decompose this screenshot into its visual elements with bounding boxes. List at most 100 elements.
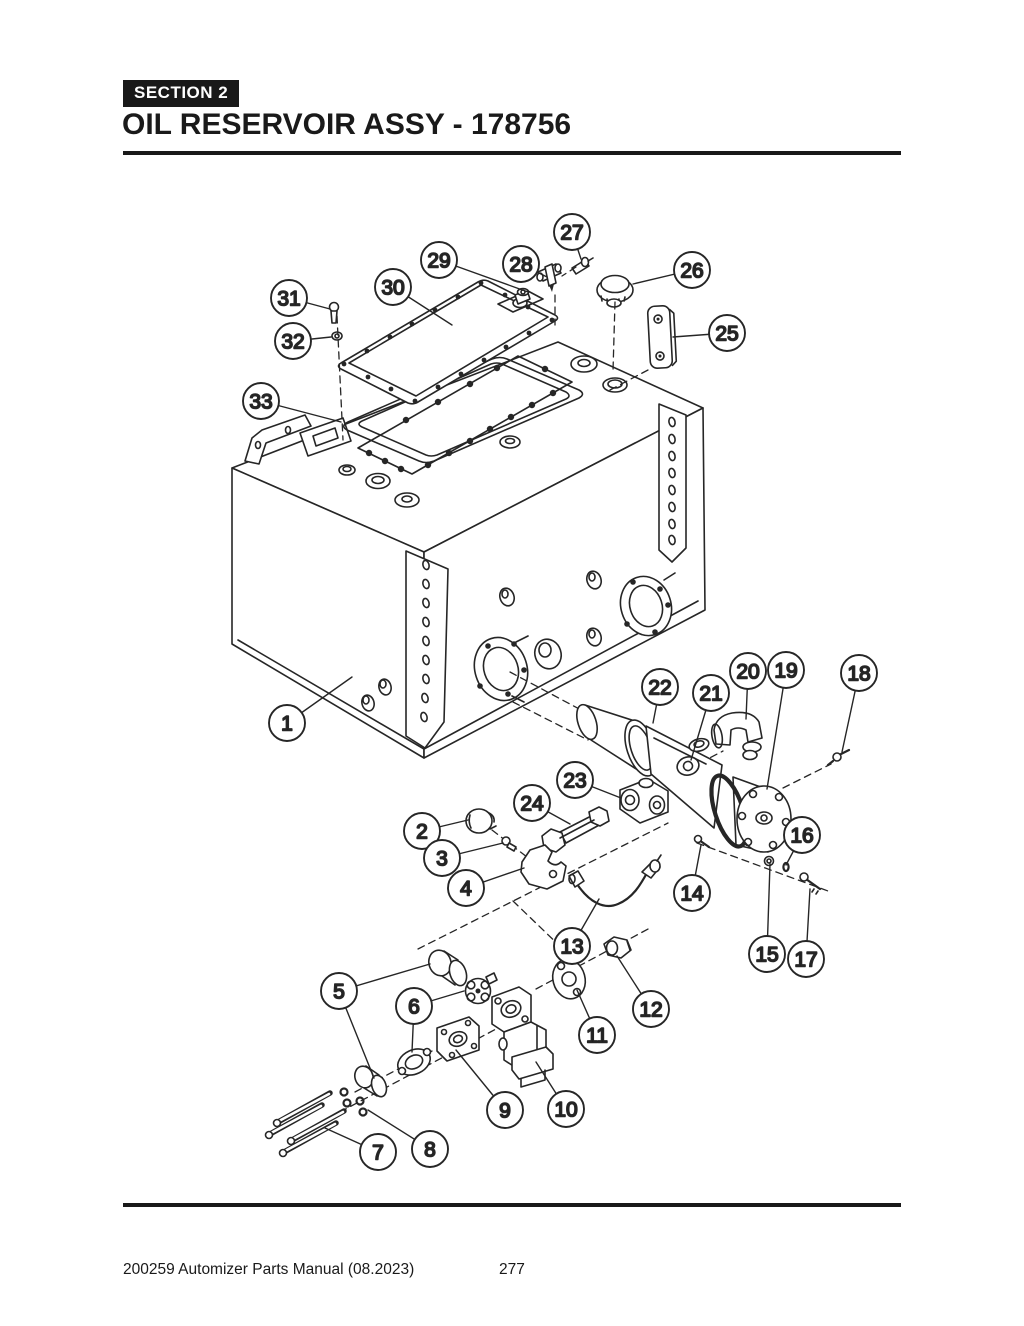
callout-10: 10 [535, 1061, 585, 1128]
nut-32 [331, 331, 343, 341]
svg-text:32: 32 [281, 331, 304, 354]
callout-8: 8 [367, 1109, 449, 1168]
svg-text:21: 21 [699, 683, 722, 706]
callout-29: 29 [420, 241, 529, 293]
svg-text:29: 29 [427, 250, 450, 273]
filter-canister-22 [575, 703, 723, 829]
callout-6: 6 [395, 987, 465, 1053]
flange-11 [551, 958, 587, 1000]
callout-15: 15 [748, 863, 786, 973]
svg-text:30: 30 [381, 277, 404, 300]
section-badge: SECTION 2 [123, 80, 240, 107]
footer-rule [123, 1203, 901, 1207]
svg-text:2: 2 [416, 821, 428, 844]
callout-17: 17 [787, 888, 825, 978]
callout-13: 13 [553, 898, 600, 965]
callout-21: 21 [690, 674, 730, 761]
callout-25: 25 [672, 314, 746, 352]
strip-holes-right [668, 416, 676, 546]
zerk-3 [501, 836, 517, 852]
callout-1: 1 [268, 676, 353, 742]
svg-text:19: 19 [774, 660, 797, 683]
svg-text:24: 24 [520, 793, 544, 816]
svg-text:20: 20 [736, 661, 759, 684]
coupling-upper-5 [427, 949, 468, 987]
svg-text:18: 18 [847, 663, 870, 686]
callout-31: 31 [270, 279, 331, 317]
studs-7 [264, 1090, 347, 1158]
fitting-18 [826, 748, 851, 767]
callout-33: 33 [242, 382, 342, 423]
svg-text:1: 1 [281, 713, 293, 736]
suction-port [473, 636, 529, 702]
svg-text:5: 5 [333, 981, 345, 1004]
bracket-4 [520, 844, 567, 890]
svg-text:25: 25 [715, 323, 738, 346]
svg-text:26: 26 [680, 260, 703, 283]
callout-12: 12 [616, 955, 670, 1028]
callout-22: 22 [641, 668, 679, 724]
svg-text:16: 16 [790, 825, 813, 848]
callout-32: 32 [274, 322, 332, 360]
svg-text:7: 7 [372, 1142, 384, 1165]
svg-text:15: 15 [755, 944, 778, 967]
plug-12 [603, 936, 632, 959]
svg-text:3: 3 [436, 848, 448, 871]
strip-holes-left [420, 559, 430, 723]
callout-5: 5 [320, 963, 431, 1079]
svg-text:6: 6 [408, 996, 420, 1019]
filler-neck [602, 377, 628, 393]
callout-30: 30 [374, 268, 453, 326]
svg-text:33: 33 [249, 391, 272, 414]
filler-cap-26 [596, 274, 634, 308]
svg-text:13: 13 [560, 936, 583, 959]
svg-text:17: 17 [794, 949, 817, 972]
svg-text:22: 22 [648, 677, 671, 700]
svg-text:11: 11 [586, 1025, 608, 1048]
bolt-31 [328, 301, 340, 324]
callout-18: 18 [840, 654, 878, 753]
cover-studs [365, 364, 557, 473]
svg-text:28: 28 [509, 254, 532, 277]
nipple-27 [571, 256, 594, 275]
svg-text:4: 4 [460, 878, 472, 901]
elbow-fitting-20 [710, 711, 763, 761]
exploded-diagram: 1234567891011121314151617181920212223242… [231, 213, 878, 1171]
svg-text:10: 10 [554, 1099, 577, 1122]
nipple-24 [541, 806, 610, 853]
callout-19: 19 [766, 651, 805, 790]
page-title: OIL RESERVOIR ASSY - 178756 [122, 108, 572, 141]
page-number: 277 [499, 1261, 525, 1278]
bolt-17 [799, 872, 822, 895]
footer-text: 200259 Automizer Parts Manual (08.2023) [123, 1261, 415, 1278]
callout-11: 11 [576, 989, 616, 1054]
callout-14: 14 [673, 844, 711, 912]
cover-screws [341, 280, 555, 404]
hose-13 [568, 854, 662, 908]
cover-gasket [342, 356, 584, 464]
svg-text:9: 9 [499, 1100, 511, 1123]
washer-16 [782, 861, 790, 873]
svg-text:14: 14 [680, 883, 704, 906]
cover-fitting [512, 287, 531, 309]
tee-fitting-28 [536, 263, 562, 292]
callout-28: 28 [502, 245, 548, 283]
callout-4: 4 [447, 867, 525, 907]
pump-19 [709, 773, 792, 853]
svg-text:8: 8 [424, 1139, 436, 1162]
coupling-lower-5 [353, 1065, 388, 1098]
callout-23: 23 [556, 761, 622, 799]
flange-half-6 [396, 1047, 432, 1076]
svg-text:23: 23 [563, 770, 586, 793]
cover-plate [337, 279, 559, 405]
callout-7: 7 [324, 1127, 397, 1171]
cap-2 [465, 808, 497, 834]
header-rule [123, 151, 901, 155]
mount-bracket-25 [646, 305, 678, 369]
callout-16: 16 [783, 816, 821, 866]
nut-15 [763, 855, 775, 867]
orings-8 [339, 1087, 368, 1117]
callout-27: 27 [553, 213, 591, 260]
